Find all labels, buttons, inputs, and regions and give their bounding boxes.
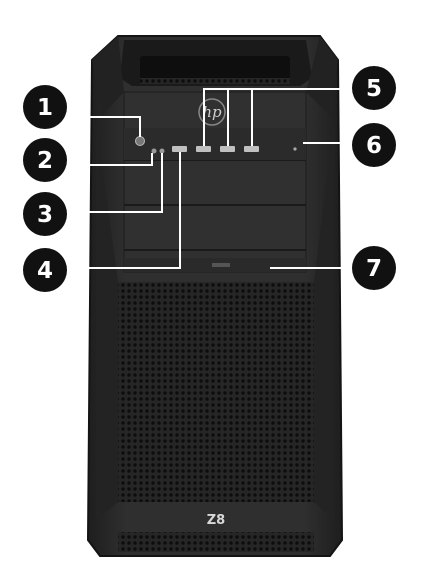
leader-lines (66, 88, 352, 269)
top-handle-slot (140, 56, 290, 80)
callout-1: 1 (23, 85, 67, 129)
callout-4: 4 (23, 248, 67, 292)
leader-line-4 (66, 152, 181, 269)
svg-text:7: 7 (366, 256, 382, 282)
grille-right-side (314, 120, 334, 520)
svg-text:1: 1 (37, 95, 53, 121)
svg-text:2: 2 (37, 148, 53, 174)
front-io-panel (123, 91, 307, 273)
bay-handle-latch (212, 263, 230, 267)
bay-strip (124, 128, 306, 160)
grille-left-side (96, 120, 118, 520)
drive-light (293, 147, 297, 151)
hp-logo: hp (202, 103, 222, 121)
callout-5: 5 (352, 66, 396, 110)
usb-port-1 (196, 146, 211, 152)
usb-port-left (172, 146, 187, 152)
hp-logo-ring (198, 98, 226, 126)
top-handle-grip (140, 78, 290, 84)
callout-3: 3 (23, 192, 67, 236)
leader-line-1 (66, 116, 141, 137)
power-button (135, 136, 145, 146)
svg-text:3: 3 (37, 202, 53, 228)
svg-text:6: 6 (366, 133, 382, 159)
leader-line-3 (66, 153, 163, 213)
model-label: Z8 (207, 513, 225, 528)
callout-7: 7 (352, 246, 396, 290)
indicator-light (159, 148, 165, 154)
headset-jack (151, 148, 157, 154)
usb-port-2 (220, 146, 235, 152)
front-grille (118, 282, 314, 502)
chassis-base (118, 532, 314, 552)
right-shoulder (306, 36, 338, 116)
callout-2: 2 (23, 138, 67, 182)
svg-text:4: 4 (37, 258, 53, 284)
svg-text:5: 5 (366, 76, 382, 102)
left-shoulder (92, 36, 124, 116)
callout-6: 6 (352, 123, 396, 167)
usb-port-3 (244, 146, 259, 152)
leader-line-5 (203, 88, 352, 146)
leader-line-2 (66, 153, 153, 166)
